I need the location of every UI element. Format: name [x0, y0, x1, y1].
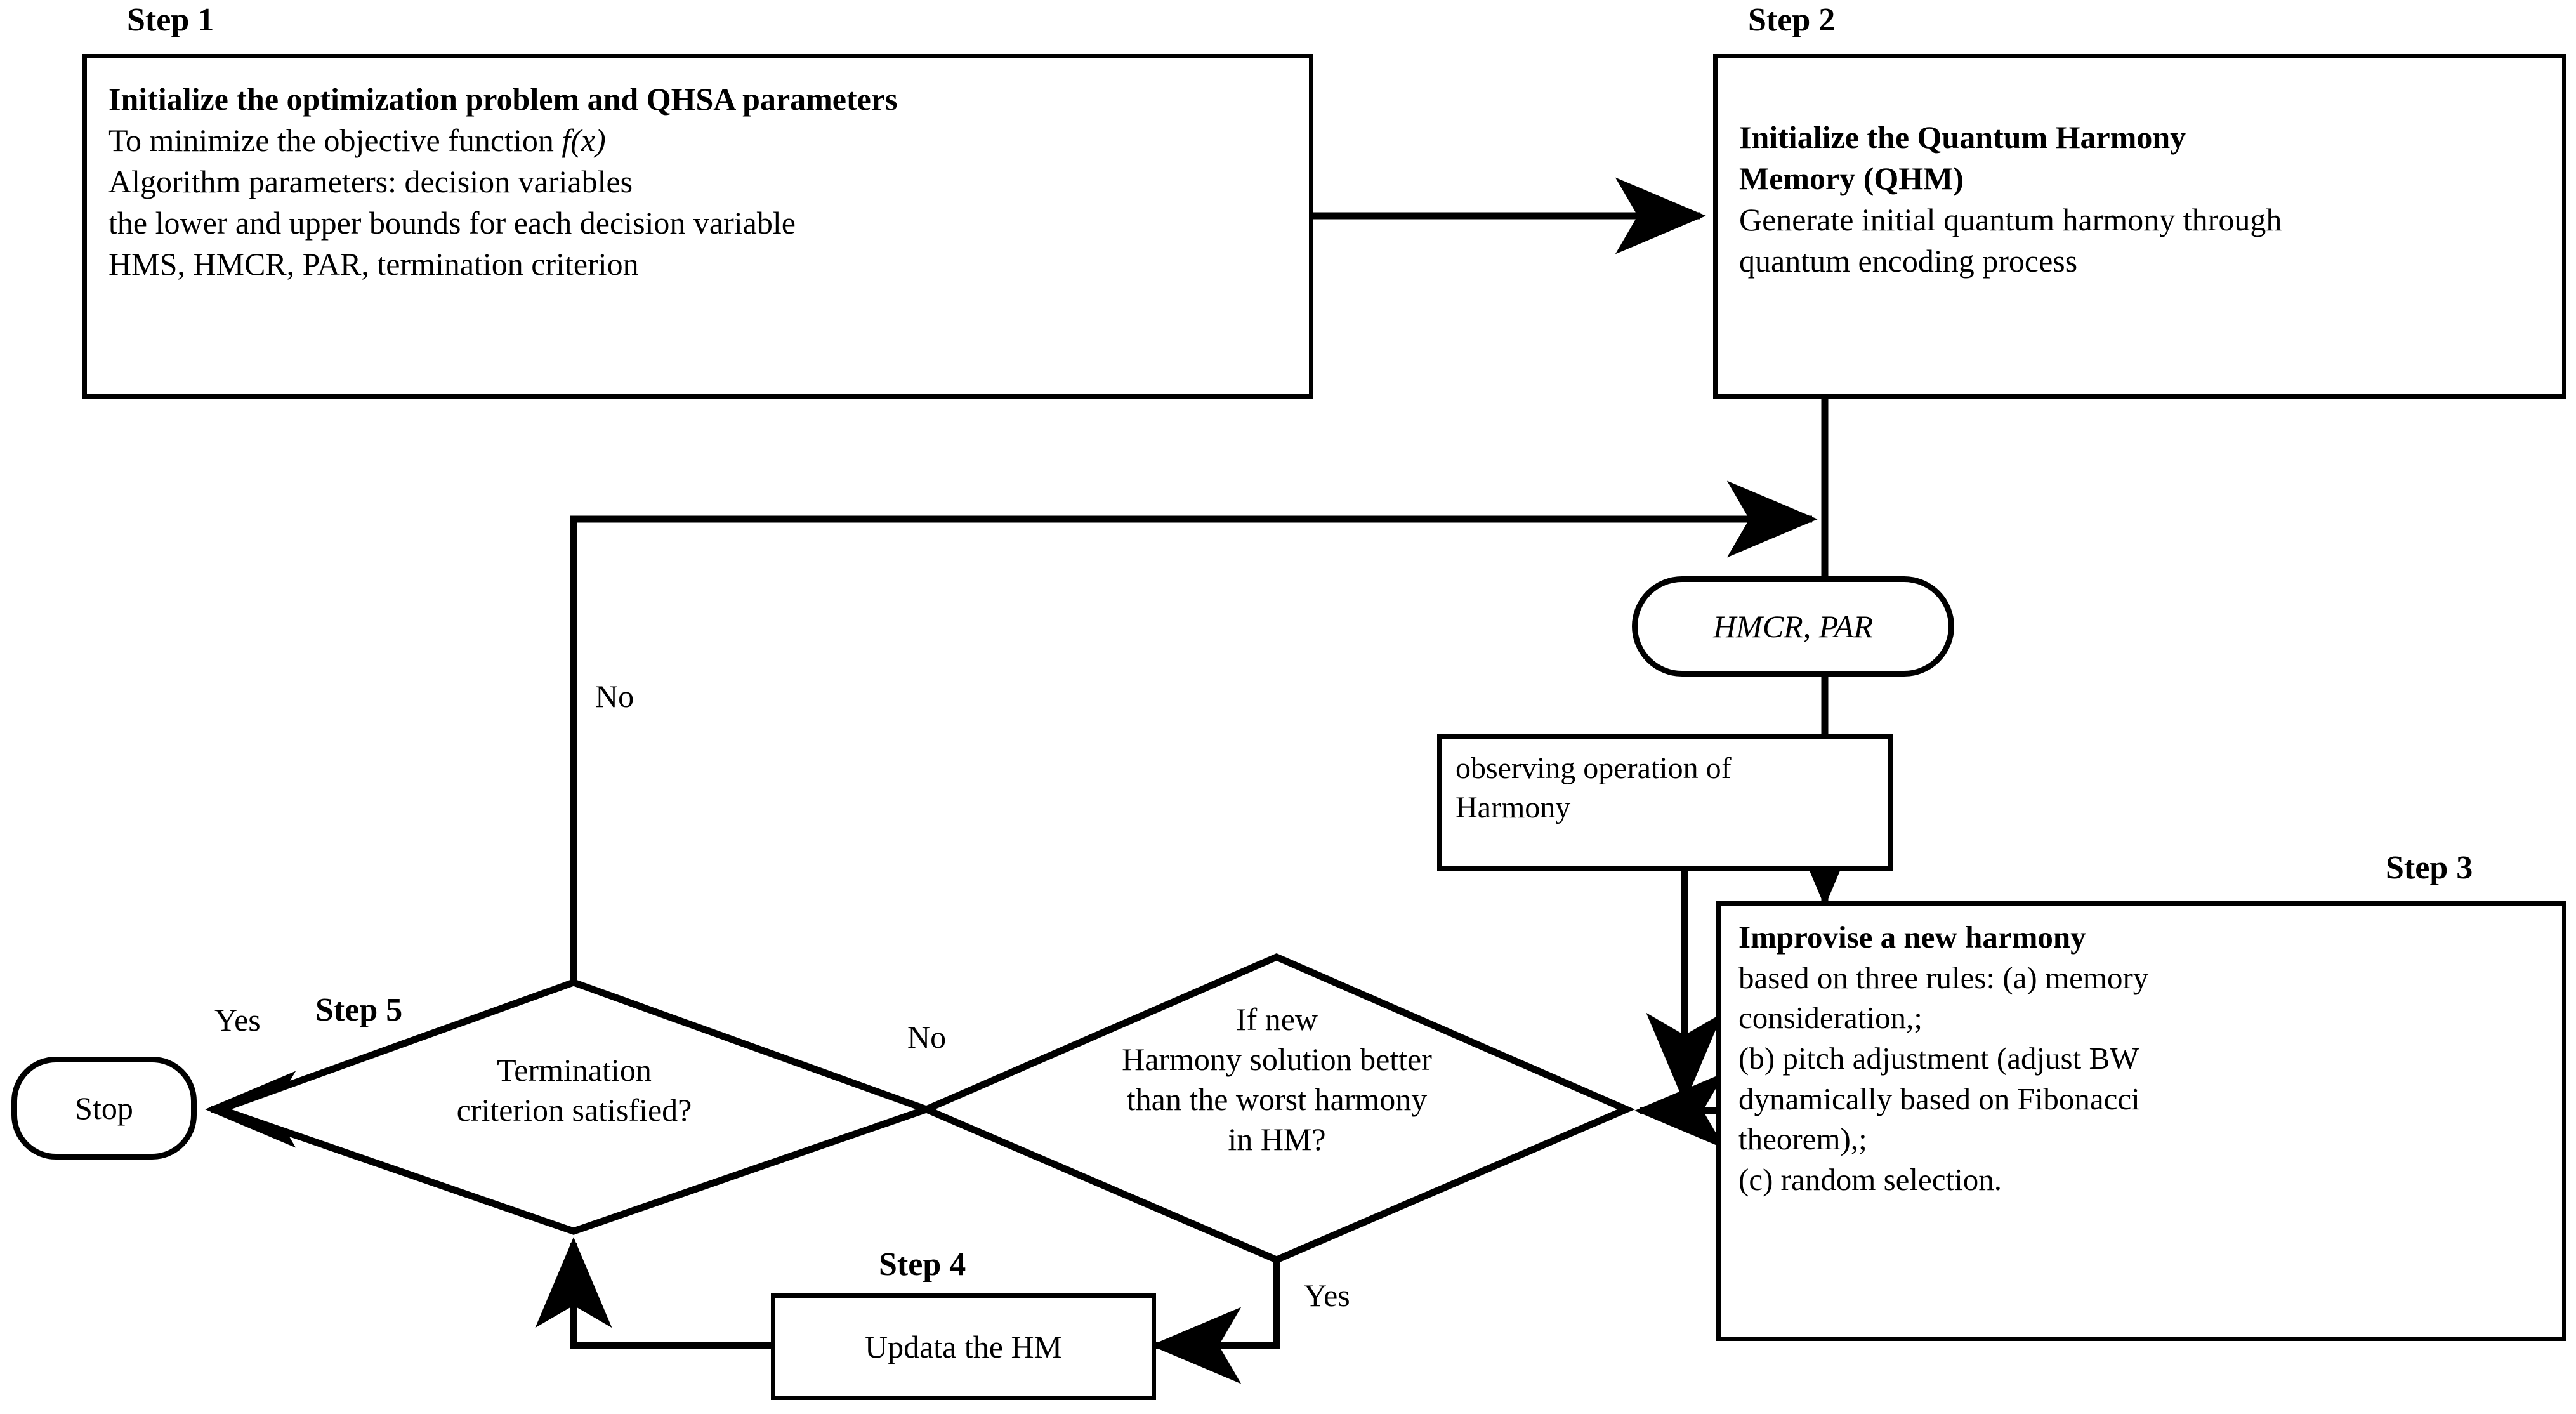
decision-harmony-line-2: Harmony solution better [1122, 1041, 1432, 1077]
edge-label-yes-to-update: Yes [1304, 1278, 1350, 1313]
decision-harmony-diamond [917, 953, 1635, 1264]
step-3-line-3: (b) pitch adjustment (adjust BW [1738, 1041, 2139, 1076]
edge-step4-to-termination [535, 1237, 771, 1349]
objective-function-term: f(x) [562, 122, 606, 158]
observing-operation-box[interactable]: observing operation of Harmony [1437, 734, 1893, 871]
decision-harmony-text: If new Harmony solution better than the … [999, 1000, 1554, 1160]
decision-termination-line-1: Termination [497, 1052, 652, 1088]
observing-line-1: observing operation of [1456, 751, 1732, 785]
step-1-line-2: Algorithm parameters: decision variables [108, 164, 633, 199]
step-2-line-2: quantum encoding process [1739, 243, 2078, 279]
step-1-line-3: the lower and upper bounds for each deci… [108, 205, 796, 241]
edge-decision-yes-to-step4 [1150, 1260, 1280, 1384]
step-1-label: Step 1 [127, 2, 214, 38]
params-node[interactable]: HMCR, PAR [1632, 576, 1954, 677]
step-1-line-4: HMS, HMCR, PAR, termination criterion [108, 246, 639, 282]
step-2-heading-line-1: Initialize the Quantum Harmony [1739, 119, 2186, 155]
step-1-box[interactable]: Initialize the optimization problem and … [82, 54, 1313, 399]
decision-termination-line-2: criterion satisfied? [456, 1092, 692, 1128]
edge-label-no-to-termination: No [907, 1019, 947, 1055]
edge-label-no-loopback: No [595, 678, 634, 714]
step-2-label: Step 2 [1748, 2, 1836, 38]
stop-node[interactable]: Stop [11, 1057, 197, 1160]
step-3-box[interactable]: Improvise a new harmony based on three r… [1716, 901, 2566, 1341]
decision-harmony-line-4: in HM? [1228, 1121, 1326, 1157]
params-node-label: HMCR, PAR [1713, 608, 1873, 644]
decision-harmony-line-3: than the worst harmony [1126, 1081, 1428, 1117]
step-3-line-6: (c) random selection. [1738, 1162, 2002, 1198]
step-2-box[interactable]: Initialize the Quantum Harmony Memory (Q… [1713, 54, 2566, 399]
step-2-heading-line-2: Memory (QHM) [1739, 161, 1964, 196]
decision-termination-diamond [210, 979, 937, 1235]
step-3-line-5: theorem),; [1738, 1121, 1867, 1157]
step-3-heading: Improvise a new harmony [1738, 920, 2086, 955]
step-1-heading: Initialize the optimization problem and … [108, 81, 898, 117]
stop-node-label: Stop [75, 1090, 133, 1126]
step-4-label-text: Updata the HM [864, 1328, 1063, 1364]
step-1-line-1: To minimize the objective function f(x) [108, 122, 606, 158]
edge-no-loopback [570, 480, 1818, 982]
step-5-label: Step 5 [315, 992, 403, 1028]
step-3-label: Step 3 [2386, 850, 2473, 886]
decision-harmony-line-1: If new [1235, 1001, 1318, 1037]
step-4-label: Step 4 [879, 1246, 966, 1283]
step-2-line-1: Generate initial quantum harmony through [1739, 202, 2282, 237]
step-4-box[interactable]: Updata the HM [771, 1293, 1156, 1400]
step-3-line-1: based on three rules: (a) memory [1738, 960, 2149, 995]
edge-label-yes-to-stop: Yes [214, 1002, 261, 1038]
step-3-line-2: consideration,; [1738, 1000, 1922, 1036]
decision-termination-text: Termination criterion satisfied? [292, 1050, 857, 1130]
step-3-line-4: dynamically based on Fibonacci [1738, 1081, 2140, 1116]
observing-line-2: Harmony [1456, 791, 1571, 825]
